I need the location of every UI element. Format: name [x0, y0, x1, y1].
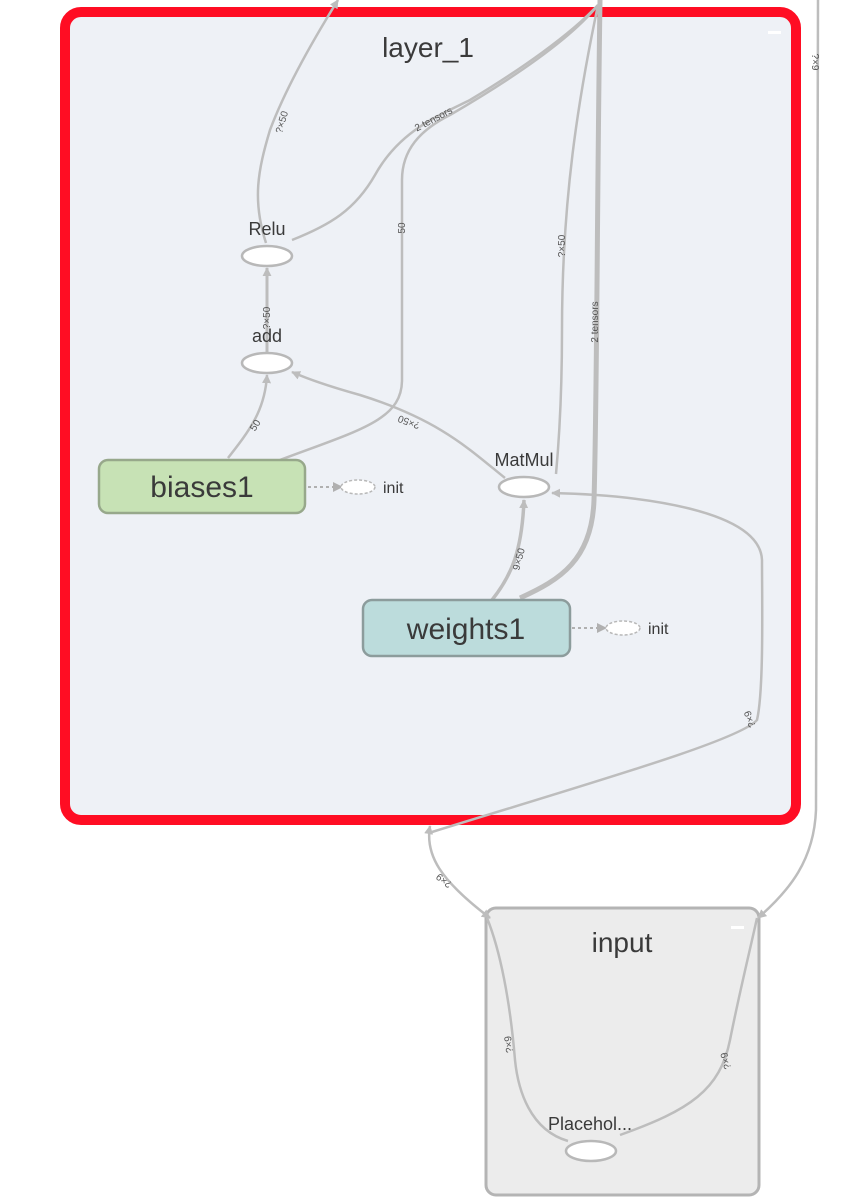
edge-label-placeholder-left: ?×9 [503, 1035, 516, 1054]
edge-label-layer-input: ?×9 [434, 870, 454, 889]
biases1-label: biases1 [150, 471, 253, 504]
op-ellipse [240, 244, 294, 268]
layer-1-group[interactable]: layer_1 [60, 7, 801, 825]
placeholder-label: Placehol... [548, 1114, 632, 1134]
edge-placeholder-right [619, 917, 759, 1137]
node-weights1[interactable]: weights1 [361, 598, 572, 658]
edge-layer-input [424, 825, 491, 919]
minus-icon[interactable] [731, 926, 744, 929]
layer-1-highlight [60, 7, 801, 825]
edge-label-biases-up: 50 [397, 222, 408, 234]
edge-weights-matmul [490, 499, 529, 602]
edge-placeholder-left [485, 917, 569, 1143]
edge-biases-add [227, 374, 272, 459]
node-biases1-init[interactable]: init [340, 479, 404, 497]
edge-label-right: ?×9 [809, 54, 820, 71]
edge-label-weights-up: 2 tensors [590, 301, 601, 342]
edges [227, 0, 820, 1143]
variable-box [97, 458, 307, 515]
input-box [484, 906, 761, 1197]
edge-matmul-add [291, 370, 506, 479]
edge-matmul-up [554, 4, 600, 475]
variable-box [361, 598, 572, 658]
edge-weights-up [518, 0, 603, 601]
edge-input-matmul [431, 488, 764, 834]
edge-label-matmul-up: ?×50 [557, 234, 568, 257]
op-ellipse [564, 1139, 618, 1163]
node-matmul[interactable]: MatMul [494, 450, 554, 499]
input-title: input [592, 927, 653, 958]
weights1-label: weights1 [406, 613, 525, 646]
edge-relu-2tensors [291, 4, 599, 242]
init-ellipse [340, 479, 376, 495]
add-label: add [252, 326, 282, 346]
edge-label-placeholder-right: ?×9 [719, 1051, 734, 1071]
node-biases1[interactable]: biases1 [97, 458, 307, 515]
minus-icon[interactable] [768, 31, 781, 34]
input-group[interactable]: input [484, 906, 761, 1197]
node-weights1-init[interactable]: init [605, 620, 669, 638]
edge-right [757, 0, 820, 919]
node-add[interactable]: add [240, 326, 294, 375]
op-ellipse [240, 351, 294, 375]
edge-relu-out [256, 0, 340, 244]
edge-label-add-relu: ?×50 [262, 306, 273, 329]
op-ellipse [497, 475, 551, 499]
node-relu[interactable]: Relu [240, 219, 294, 268]
edge-biases-up [279, 4, 599, 462]
init-ellipse [605, 620, 641, 636]
node-placeholder[interactable]: Placehol... [548, 1114, 632, 1163]
biases1-init-label: init [383, 480, 404, 497]
layer-1-title: layer_1 [382, 32, 474, 63]
matmul-label: MatMul [494, 450, 553, 470]
weights1-init-label: init [648, 621, 669, 638]
relu-label: Relu [248, 219, 285, 239]
